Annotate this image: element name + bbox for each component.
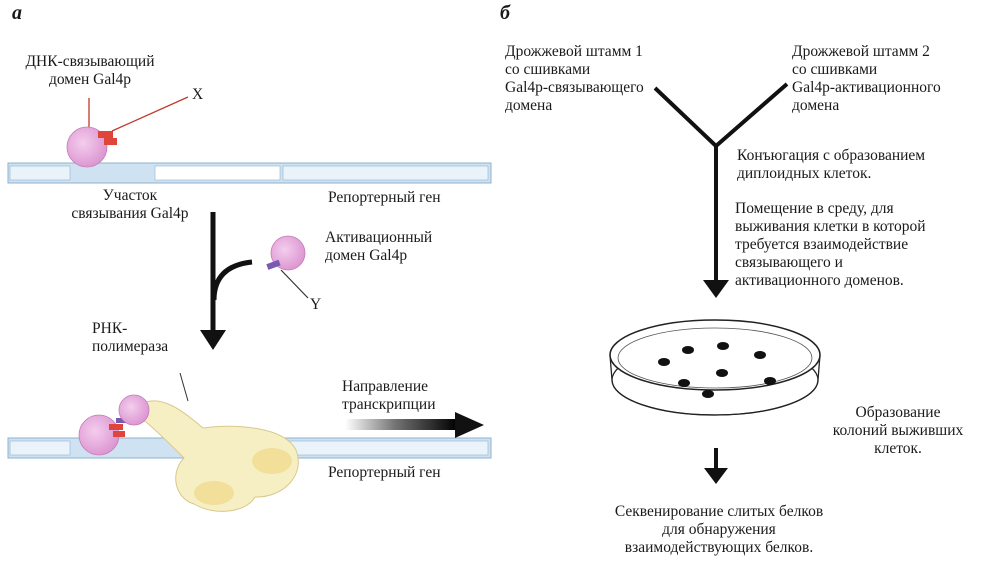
label-x: X — [192, 86, 204, 103]
transcription-direction-label: Направление транскрипции — [342, 378, 436, 413]
reporter-gene-label-bottom: Репортерный ген — [328, 464, 441, 481]
panel-b-letter: б — [500, 2, 510, 24]
colony — [717, 342, 729, 350]
colony — [754, 351, 766, 359]
conjugation-label: Конъюгация с образованием диплоидных кле… — [737, 147, 926, 182]
sequencing-label: Секвенирование слитых белков для обнаруж… — [614, 503, 824, 556]
colony — [764, 377, 776, 385]
strain2-label: Дрожжевой штамм 2 со сшивками Gal4p-акти… — [792, 43, 941, 114]
assembled-complex — [78, 394, 150, 456]
rna-polymerase-label: РНК- полимераза — [92, 320, 169, 355]
binding-site-label: Участок связывания Gal4p — [71, 187, 189, 222]
label-y: Y — [310, 296, 322, 313]
colony — [678, 379, 690, 387]
placement-label: Помещение в среду, для выживания клетки … — [735, 200, 926, 289]
final-arrow — [704, 448, 728, 484]
petri-dish — [609, 319, 821, 416]
panel-a-letter: а — [12, 2, 22, 24]
dna-binding-domain-top — [66, 96, 189, 168]
colony — [702, 390, 714, 398]
reporter-gene-label-top: Репортерный ген — [328, 189, 441, 206]
colony — [716, 369, 728, 377]
colonies — [658, 342, 776, 398]
colony — [658, 358, 670, 366]
dna-binding-domain-label: ДНК-связывающий домен Gal4p — [25, 53, 155, 88]
colony — [682, 346, 694, 354]
merge-arrows — [653, 82, 789, 298]
rna-polymerase — [134, 372, 299, 512]
activation-domain-free — [266, 235, 309, 299]
activation-domain-label: Активационный домен Gal4p — [325, 229, 433, 264]
strain1-label: Дрожжевой штамм 1 со сшивками Gal4p-связ… — [505, 43, 644, 114]
colonies-label: Образование колоний выживших клеток. — [832, 404, 964, 457]
dna-strand-top — [7, 162, 492, 184]
transcription-direction-arrow — [345, 412, 484, 438]
process-arrow-a — [200, 212, 253, 350]
